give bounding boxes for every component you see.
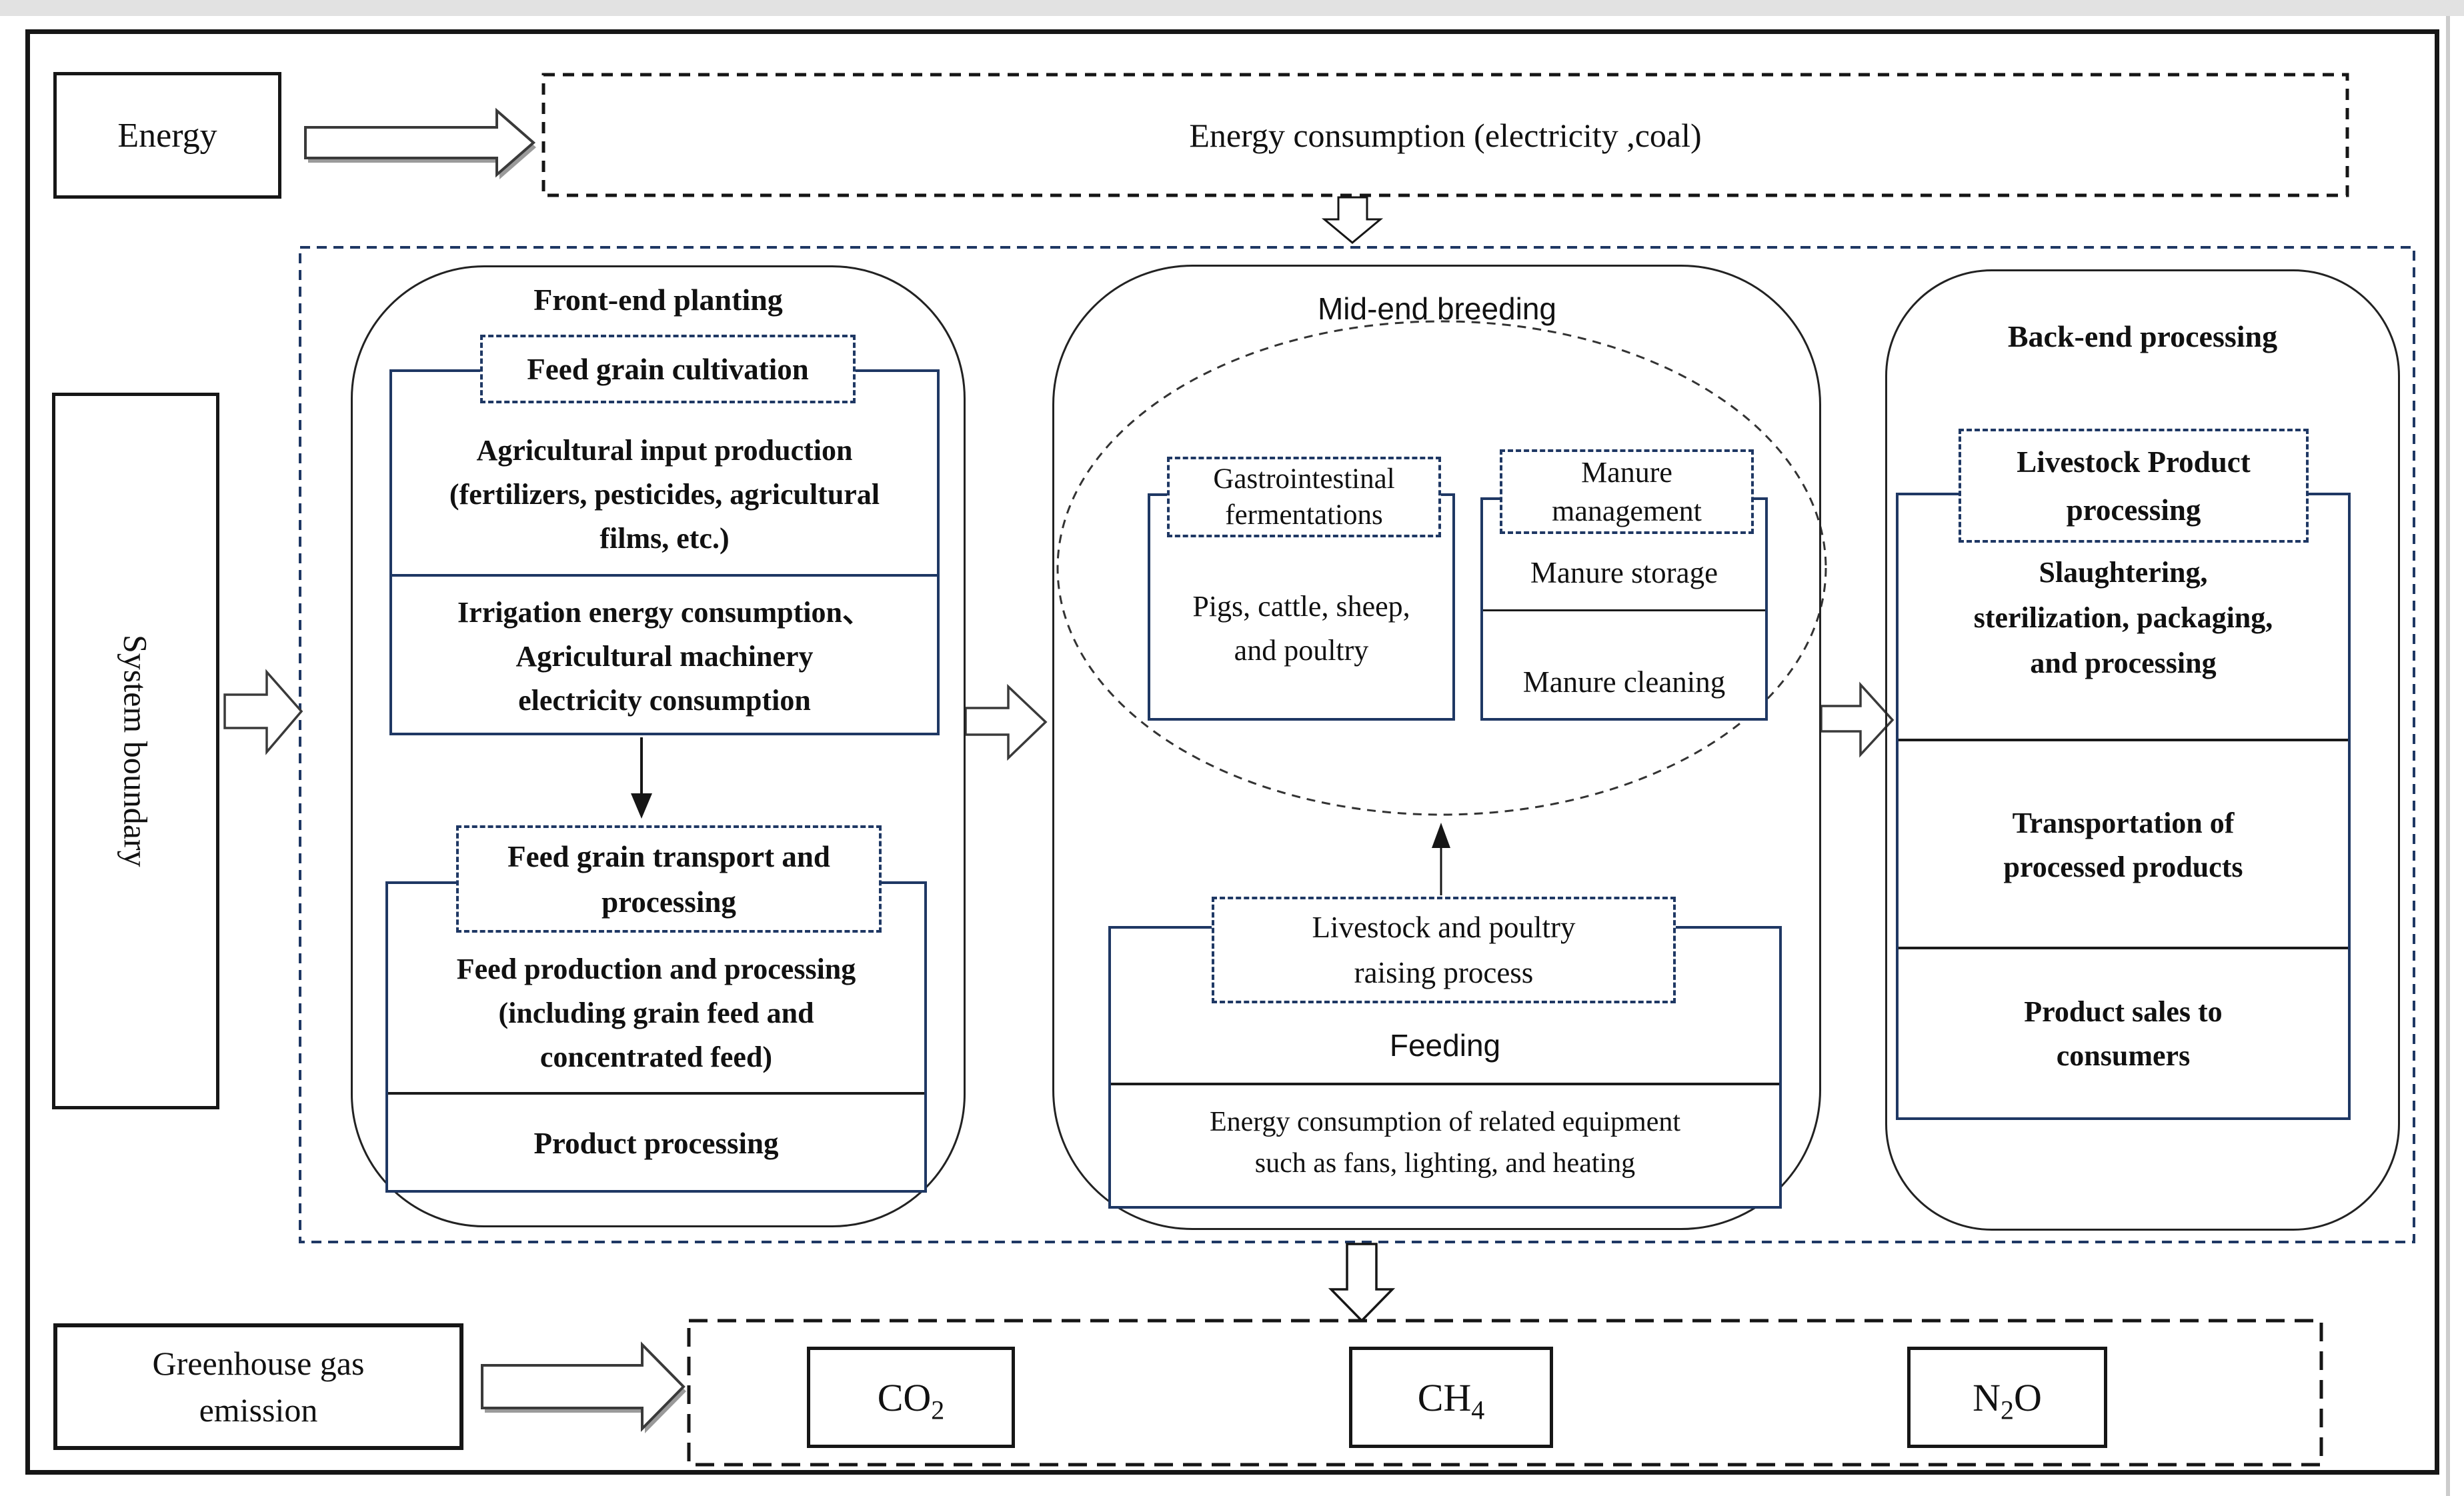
energy-consumption-box: Energy consumption (electricity ,coal) <box>543 75 2347 195</box>
processing-tab-label: Livestock Product processing <box>2017 445 2251 527</box>
manure-storage-text: Manure storage <box>1530 556 1718 589</box>
feed-production-text: Feed production and processing (includin… <box>456 953 856 1073</box>
diagram-outer-frame <box>25 29 2439 1475</box>
mid-end-title: Mid-end breeding <box>1317 291 1556 326</box>
equipment-text: Energy consumption of related equipment … <box>1209 1107 1681 1179</box>
greenhouse-arrow-icon <box>481 1341 686 1433</box>
page-edge-right <box>2446 16 2450 1496</box>
front-end-title: Front-end planting <box>533 283 783 317</box>
raising-tab-label: Livestock and poultry raising process <box>1312 911 1576 989</box>
manure-box <box>1480 497 1768 721</box>
front-to-mid-arrow-icon <box>964 683 1048 761</box>
back-end-divider-2 <box>1899 947 2348 949</box>
system-boundary-arrow-icon <box>223 669 303 755</box>
system-boundary-label: System boundary <box>117 635 155 867</box>
raising-tab: Livestock and poultry raising process <box>1212 897 1676 1003</box>
ch4-box: CH4 <box>1349 1347 1553 1448</box>
manure-tab: Manure management <box>1500 449 1754 534</box>
irrigation-text: Irrigation energy consumption、 Agricultu… <box>457 596 872 717</box>
emission-down-arrow-icon <box>1328 1243 1396 1323</box>
energy-label: Energy <box>117 116 217 155</box>
system-boundary-box: System boundary <box>52 393 219 1109</box>
manure-cleaning-text: Manure cleaning <box>1522 665 1726 699</box>
manure-tab-label: Manure management <box>1552 455 1702 527</box>
transport-tab-label: Feed grain transport and processing <box>507 839 830 919</box>
energy-box: Energy <box>53 72 281 199</box>
co2-label: CO2 <box>877 1375 945 1425</box>
mid-end-column <box>1052 265 1821 1230</box>
manure-box-divider <box>1483 609 1765 611</box>
transportation-text: Transportation of processed products <box>2003 807 2243 883</box>
cultivation-box <box>389 369 940 735</box>
ch4-label: CH4 <box>1417 1375 1485 1425</box>
top-down-arrow-icon <box>1321 196 1384 244</box>
cultivation-box-divider <box>392 574 937 577</box>
greenhouse-label: Greenhouse gas emission <box>152 1345 365 1429</box>
transport-tab: Feed grain transport and processing <box>456 825 882 933</box>
cultivation-tab-label: Feed grain cultivation <box>527 352 809 386</box>
feed-production-box <box>385 881 927 1193</box>
energy-consumption-dashed-border <box>541 73 2349 197</box>
processing-tab: Livestock Product processing <box>1959 429 2309 543</box>
energy-arrow-icon <box>304 107 536 179</box>
mid-to-back-arrow-icon <box>1820 681 1895 758</box>
pigs-text: Pigs, cattle, sheep, and poultry <box>1192 590 1410 667</box>
n2o-label: N2O <box>1973 1375 2042 1425</box>
slaughtering-text: Slaughtering, sterilization, packaging, … <box>1973 556 2273 679</box>
sales-text: Product sales to consumers <box>2024 995 2223 1072</box>
gastro-tab: Gastrointestinal fermentations <box>1167 457 1441 537</box>
page-edge-top <box>0 0 2464 16</box>
system-boundary-dashed-border <box>299 246 2415 1243</box>
greenhouse-gas-dashed-border <box>687 1319 2323 1467</box>
feed-production-divider <box>388 1092 924 1095</box>
back-end-box <box>1896 493 2351 1120</box>
cultivation-tab: Feed grain cultivation <box>480 335 856 403</box>
cultivation-to-transport-arrow-icon <box>631 737 652 819</box>
co2-box: CO2 <box>807 1347 1015 1448</box>
back-end-title: Back-end processing <box>2007 319 2278 353</box>
front-end-column <box>351 265 966 1227</box>
breeding-ellipse <box>1056 320 1827 816</box>
product-processing-text: Product processing <box>533 1127 779 1160</box>
back-end-divider-1 <box>1899 739 2348 741</box>
feeding-text: Feeding <box>1389 1028 1501 1063</box>
gastro-tab-label: Gastrointestinal fermentations <box>1213 463 1395 531</box>
back-end-column <box>1885 269 2400 1231</box>
greenhouse-box: Greenhouse gas emission <box>53 1323 463 1450</box>
agricultural-input-text: Agricultural input production (fertilize… <box>449 434 880 555</box>
raising-to-ellipse-arrow-icon <box>1432 823 1450 895</box>
energy-consumption-label: Energy consumption (electricity ,coal) <box>1189 116 1702 154</box>
n2o-box: N2O <box>1907 1347 2107 1448</box>
feeding-box-divider <box>1111 1083 1779 1085</box>
